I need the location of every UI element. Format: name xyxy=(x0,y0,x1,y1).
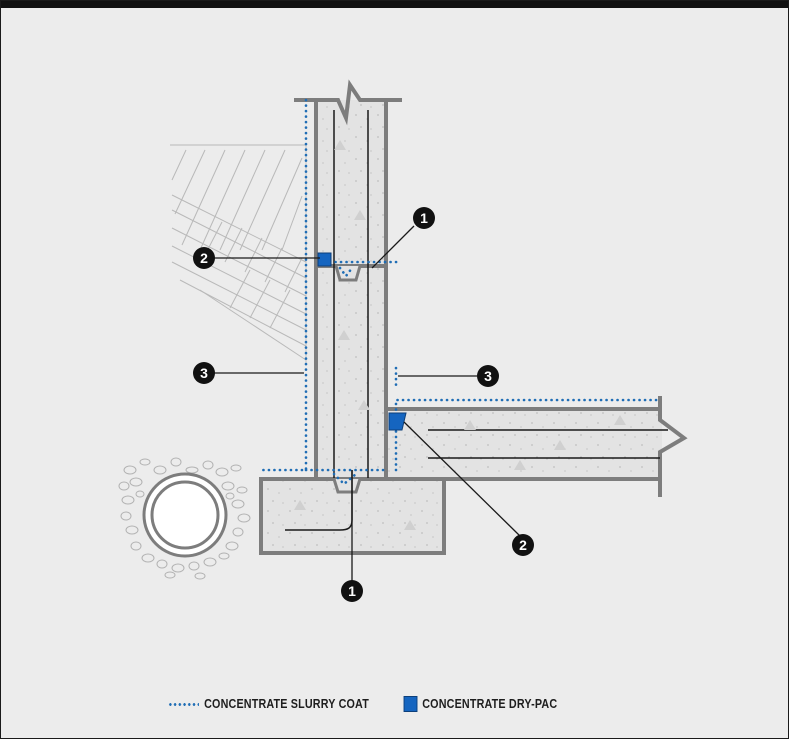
svg-text:2: 2 xyxy=(519,537,527,553)
drain-pipe xyxy=(142,472,228,558)
dry-pac-slab xyxy=(388,412,407,431)
dotted-line-icon xyxy=(168,702,199,706)
legend: CONCENTRATE SLURRY COAT CONCENTRATE DRY-… xyxy=(168,696,583,712)
upper-wall xyxy=(294,79,402,268)
top-bar xyxy=(0,0,789,8)
callout-3-left: 3 xyxy=(193,362,215,384)
svg-text:3: 3 xyxy=(200,365,208,381)
legend-drypac-label: CONCENTRATE DRY-PAC xyxy=(422,697,558,711)
callout-1-bottom: 1 xyxy=(341,580,363,602)
soil-hatching xyxy=(170,144,307,365)
gravel-bed xyxy=(118,457,251,580)
callout-leaders xyxy=(213,225,521,582)
legend-slurry: CONCENTRATE SLURRY COAT xyxy=(168,697,369,711)
callout-2-left: 2 xyxy=(193,247,215,269)
legend-drypac: CONCENTRATE DRY-PAC xyxy=(403,696,557,712)
legend-slurry-label: CONCENTRATE SLURRY COAT xyxy=(204,697,369,711)
callout-1-top: 1 xyxy=(413,207,435,229)
svg-text:1: 1 xyxy=(348,583,356,599)
svg-text:2: 2 xyxy=(200,250,208,266)
aggregate-marks xyxy=(294,140,626,530)
dry-pac-upper xyxy=(317,252,332,267)
svg-text:1: 1 xyxy=(420,210,428,226)
callout-3-right: 3 xyxy=(477,365,499,387)
svg-text:3: 3 xyxy=(484,368,492,384)
slurry-coat xyxy=(256,98,662,486)
callout-2-right: 2 xyxy=(512,534,534,556)
floor-slab xyxy=(384,396,688,497)
square-swatch-icon xyxy=(403,696,418,712)
